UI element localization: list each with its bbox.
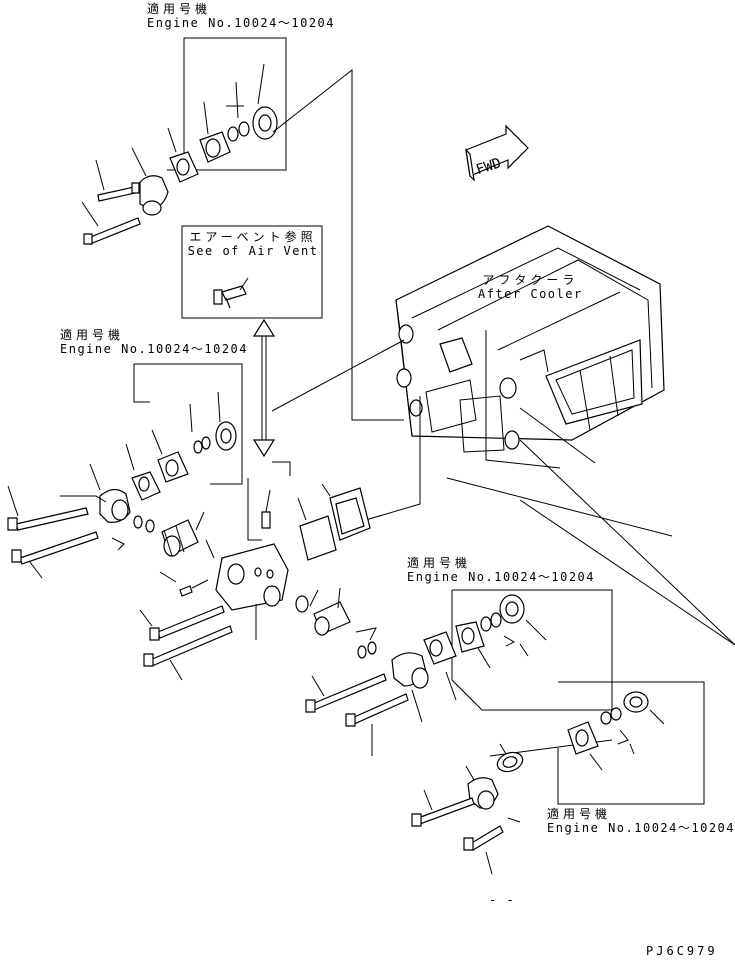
- engine-variant-box-right: [452, 590, 612, 710]
- vent-inset: [248, 320, 370, 560]
- engine-callout-middle-jp: 適用号機: [60, 328, 125, 342]
- upper-parts-group: [82, 70, 404, 420]
- engine-variant-box-top: [167, 38, 286, 170]
- bottom-parts-group: [412, 744, 525, 874]
- engine-variant-box-bottom: [558, 682, 704, 804]
- after-cooler-label-jp: アフタクーラ: [482, 273, 579, 287]
- air-vent-callout-jp: エアーベント参照: [189, 230, 317, 244]
- engine-callout-top-en: Engine No.10024～10204: [147, 16, 335, 30]
- after-cooler-body: [396, 226, 664, 468]
- engine-callout-right: 適用号機 Engine No.10024～10204: [407, 556, 595, 584]
- after-cooler-label: アフタクーラ After Cooler: [478, 273, 583, 301]
- air-vent-box: [182, 226, 322, 318]
- engine-callout-bottom-en: Engine No.10024～10204: [547, 821, 735, 835]
- engine-callout-middle: 適用号機 Engine No.10024～10204: [60, 328, 248, 356]
- after-cooler-label-en: After Cooler: [478, 287, 583, 301]
- bottom-mark: - -: [489, 893, 516, 907]
- engine-callout-top-jp: 適用号機: [147, 2, 212, 16]
- air-vent-callout-en: See of Air Vent: [187, 244, 319, 258]
- engine-callout-right-jp: 適用号機: [407, 556, 472, 570]
- fwd-label: FWD: [474, 155, 503, 178]
- engine-callout-bottom-jp: 適用号機: [547, 807, 612, 821]
- engine-variant-box-middle: [134, 364, 242, 484]
- engine-callout-bottom: 適用号機 Engine No.10024～10204: [547, 807, 735, 835]
- engine-callout-right-en: Engine No.10024～10204: [407, 570, 595, 584]
- engine-callout-top: 適用号機 Engine No.10024～10204: [147, 2, 335, 30]
- middle-parts-group: [8, 444, 376, 680]
- engine-callout-middle-en: Engine No.10024～10204: [60, 342, 248, 356]
- fwd-arrow-icon: FWD: [466, 126, 528, 180]
- air-vent-callout: エアーベント参照 See of Air Vent: [186, 230, 320, 258]
- lower-parts-group: [306, 632, 456, 756]
- drawing-code: PJ6C979: [646, 944, 718, 958]
